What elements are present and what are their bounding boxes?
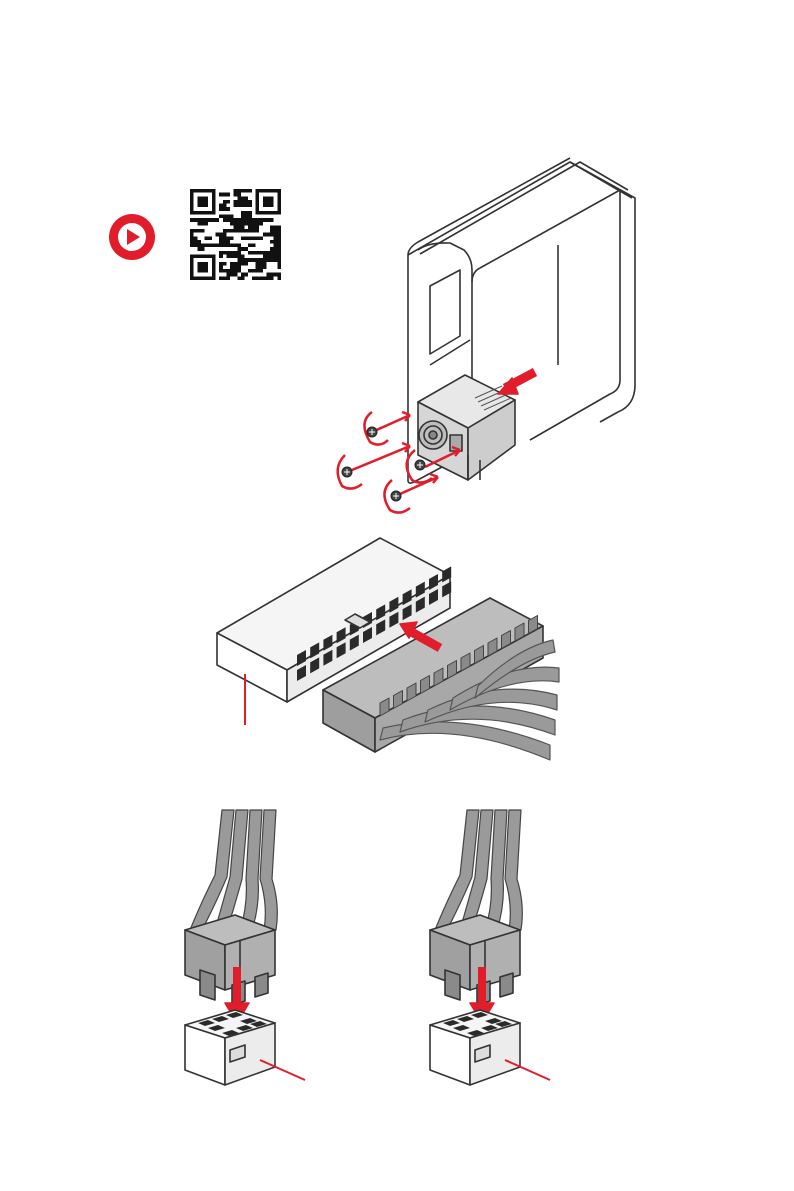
cpu-cable-bundle xyxy=(435,810,522,930)
video-play-button[interactable] xyxy=(107,212,157,262)
cpu-plug xyxy=(185,915,275,1005)
cpu-cable-bundle xyxy=(190,810,277,930)
cpu-8pin-illustration-2 xyxy=(405,805,565,1095)
play-icon xyxy=(107,212,157,262)
cpu-header-1 xyxy=(185,1010,275,1085)
cpu-8pin-illustration-1 xyxy=(160,805,320,1095)
cpu-plug xyxy=(430,915,520,1005)
qr-code-icon xyxy=(190,189,281,280)
psu-installation-illustration xyxy=(300,150,660,530)
atx-24pin-illustration xyxy=(205,530,565,775)
qr-code[interactable] xyxy=(190,189,281,280)
cpu-header-2 xyxy=(430,1010,520,1085)
screw-icons xyxy=(342,427,425,501)
